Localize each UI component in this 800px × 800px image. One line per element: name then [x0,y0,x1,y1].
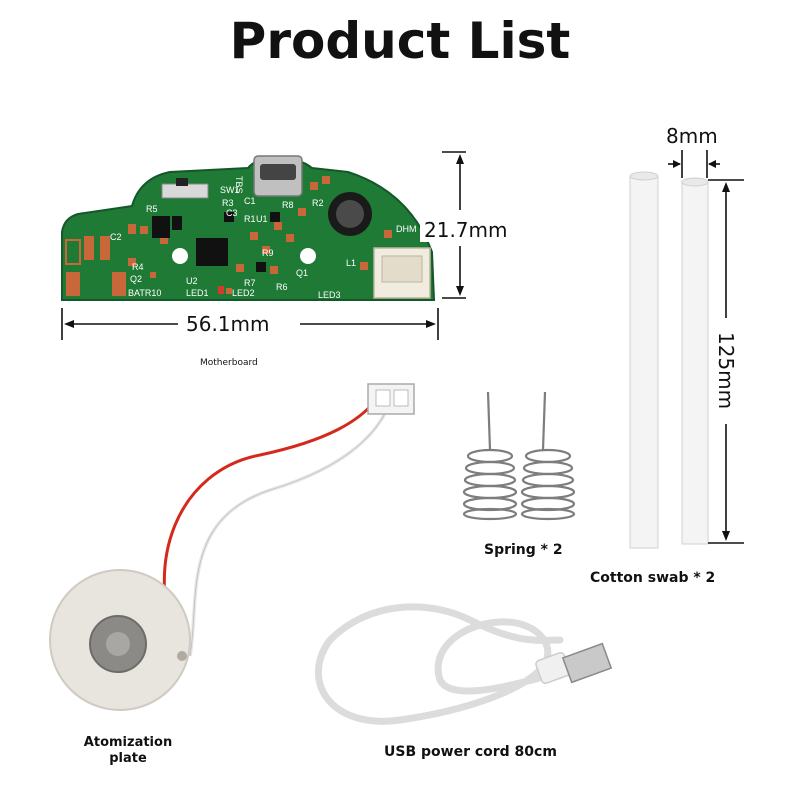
spring-label: Spring * 2 [484,542,563,558]
silkscreen-text: R6 [276,282,288,292]
silkscreen-text: U1 [256,214,268,224]
usb-cord-label: USB power cord 80cm [384,744,557,760]
silkscreen-text: R4 [132,262,144,272]
silkscreen-text: SW1 [220,185,240,195]
cotton-swab-length-label: 125mm [714,332,738,410]
silkscreen-text: C3 [226,208,238,218]
spring-image [462,391,576,521]
silkscreen-text: R3 [222,198,234,208]
motherboard-label: Motherboard [200,358,258,368]
silkscreen-text: U2 [186,276,198,286]
page-title: Product List [229,12,571,70]
motherboard-width-label: 56.1mm [186,312,270,336]
silkscreen-text: R7 [244,278,256,288]
cotton-swab-width-label: 8mm [666,124,718,148]
silkscreen-text: Q1 [296,268,308,278]
silkscreen-text: C1 [244,196,256,206]
atomization-plate-image [49,383,415,711]
silkscreen-text: R1 [244,214,256,224]
silkscreen-text: L1 [346,258,356,268]
usb-cord-image [315,603,564,725]
silkscreen-text: TBS [234,176,244,194]
cotton-swab-width-dimension [668,150,720,178]
silkscreen-text: R9 [262,248,274,258]
usb-plug-image [535,642,613,685]
silkscreen-text: Q2 [130,274,142,284]
silkscreen-text: LED1 [186,288,209,298]
motherboard-width-dimension [61,308,439,340]
silkscreen-text: LED3 [318,290,341,300]
silkscreen-text: R2 [312,198,324,208]
silkscreen-text: R5 [146,204,158,214]
silkscreen-text: R8 [282,200,294,210]
silkscreen-text: LED2 [232,288,255,298]
cotton-swab-label: Cotton swab * 2 [590,570,716,586]
cotton-swab-length-dimension [708,179,744,544]
silkscreen-text: BATR10 [128,288,161,298]
silkscreen-text: C2 [110,232,122,242]
atomization-plate-label: Atomization plate [80,735,176,767]
motherboard-height-dimension [442,151,466,299]
atomization-plate-label-line1: Atomization [83,735,173,750]
atomization-plate-label-line2: plate [109,751,147,766]
silkscreen-text: DHM [396,224,417,234]
cotton-swab-image [629,171,709,549]
motherboard-image [61,155,436,301]
motherboard-height-label: 21.7mm [420,218,512,242]
